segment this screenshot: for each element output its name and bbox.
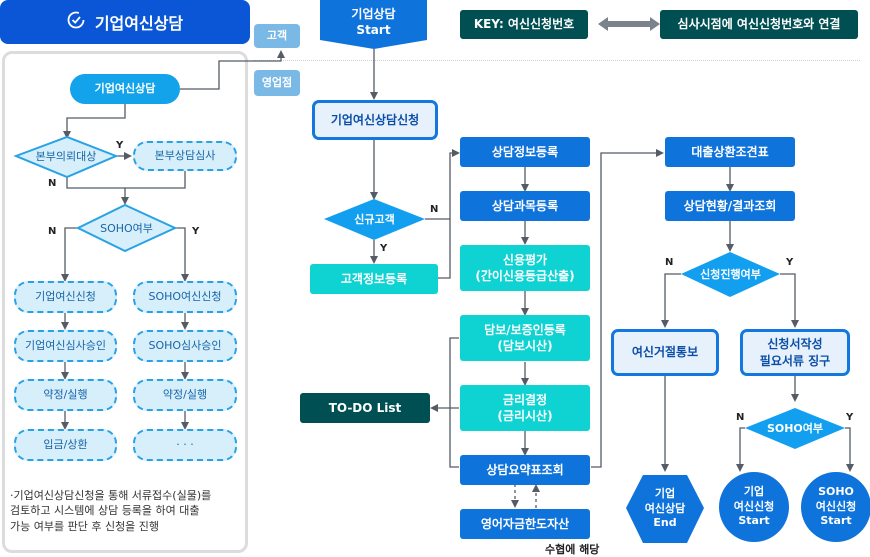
decision-soho-check-label: SOHO여부 bbox=[766, 422, 824, 435]
step-interest[interactable]: 금리결정 (금리시산) bbox=[460, 385, 590, 431]
decision-hq-no: N bbox=[48, 178, 57, 189]
loan-terms-node[interactable]: 대출상환조견표 bbox=[665, 137, 795, 167]
soho-step-2[interactable]: SOHO심사승인 bbox=[133, 330, 237, 362]
step-summary[interactable]: 상담요약표조회 bbox=[460, 455, 590, 485]
decision-soho-check-no: N bbox=[736, 412, 745, 423]
decision-hq-yes: Y bbox=[116, 140, 124, 151]
key-label: KEY: 여신신청번호 bbox=[460, 10, 588, 39]
step-consult-subject[interactable]: 상담과목등록 bbox=[460, 191, 590, 221]
soho-step-1[interactable]: SOHO여신신청 bbox=[133, 281, 237, 313]
step-collateral[interactable]: 담보/보증인등록 (담보시산) bbox=[460, 315, 590, 361]
corp-step-2[interactable]: 기업여신심사승인 bbox=[14, 330, 117, 362]
step-credit-eval[interactable]: 신용평가 (간이신용등급산출) bbox=[460, 245, 590, 291]
left-panel-note: ·기업여신상담신청을 통해 서류접수(실물)를 검토하고 시스템에 상담 등록을… bbox=[10, 489, 212, 533]
decision-soho-label: SOHO여부 bbox=[100, 222, 153, 235]
corp-step-3[interactable]: 약정/실행 bbox=[14, 379, 117, 411]
decision-new-customer-shape bbox=[324, 199, 425, 240]
lane-branch: 영업점 bbox=[254, 70, 300, 96]
status-view-node[interactable]: 상담현황/결과조회 bbox=[665, 191, 795, 221]
todo-list-node[interactable]: TO-DO List bbox=[300, 393, 430, 423]
soho-step-3[interactable]: 약정/실행 bbox=[133, 379, 237, 411]
customer-register-node[interactable]: 고객정보등록 bbox=[310, 264, 438, 294]
soho-step-4[interactable]: · · · bbox=[133, 429, 237, 461]
decision-soho-check-yes: Y bbox=[846, 412, 854, 423]
decision-proceed-label: 신청진행여부 bbox=[700, 268, 761, 281]
decision-soho-shape bbox=[75, 203, 178, 253]
page-title-text: 기업여신상담 bbox=[94, 14, 184, 33]
decision-new-customer-yes: Y bbox=[380, 243, 388, 254]
corp-start-node[interactable]: 기업 여신신청 Start bbox=[719, 472, 789, 542]
corp-step-4[interactable]: 입금/상환 bbox=[14, 429, 117, 461]
decision-hq-shape bbox=[13, 135, 119, 179]
decision-proceed-yes: Y bbox=[786, 257, 794, 268]
corp-step-1[interactable]: 기업여신신청 bbox=[14, 281, 117, 313]
key-link-label: 심사시점에 여신신청번호와 연결 bbox=[660, 10, 858, 39]
apply-node[interactable]: 기업여신상담신청 bbox=[312, 100, 438, 140]
suhyup-note: 수협에 해당 bbox=[545, 543, 600, 556]
end-shape bbox=[626, 475, 704, 543]
decision-soho-check-shape bbox=[745, 408, 845, 449]
double-arrow-icon bbox=[598, 17, 660, 31]
decision-new-customer-label: 신규고객 bbox=[354, 213, 395, 226]
decision-proceed-shape bbox=[681, 252, 780, 297]
decision-soho-yes: Y bbox=[192, 226, 200, 237]
decision-proceed-no: N bbox=[665, 257, 674, 268]
decision-new-customer-no: N bbox=[430, 204, 439, 215]
lane-divider bbox=[254, 60, 860, 61]
step-fishery-fund[interactable]: 영어자금한도자산 bbox=[460, 509, 590, 539]
step-consult-info[interactable]: 상담정보등록 bbox=[460, 137, 590, 167]
end-node[interactable]: 기업 여신상담 End bbox=[644, 486, 686, 530]
decision-hq-label: 본부의뢰대상 bbox=[35, 150, 97, 163]
start-shape bbox=[320, 0, 427, 49]
docs-node[interactable]: 신청서작성 필요서류 징구 bbox=[740, 329, 850, 376]
left-start-node[interactable]: 기업여신상담 bbox=[70, 74, 180, 104]
lane-customer: 고객 bbox=[254, 24, 300, 48]
decision-soho-no: N bbox=[48, 226, 57, 237]
hq-review-node[interactable]: 본부상담심사 bbox=[133, 141, 237, 171]
main-start-label: 기업상담 Start bbox=[351, 6, 396, 37]
check-circle-icon bbox=[67, 11, 85, 33]
reject-node[interactable]: 여신거절통보 bbox=[611, 329, 719, 376]
soho-start-node[interactable]: SOHO 여신신청 Start bbox=[801, 472, 870, 542]
page-title: 기업여신상담 bbox=[0, 0, 250, 44]
